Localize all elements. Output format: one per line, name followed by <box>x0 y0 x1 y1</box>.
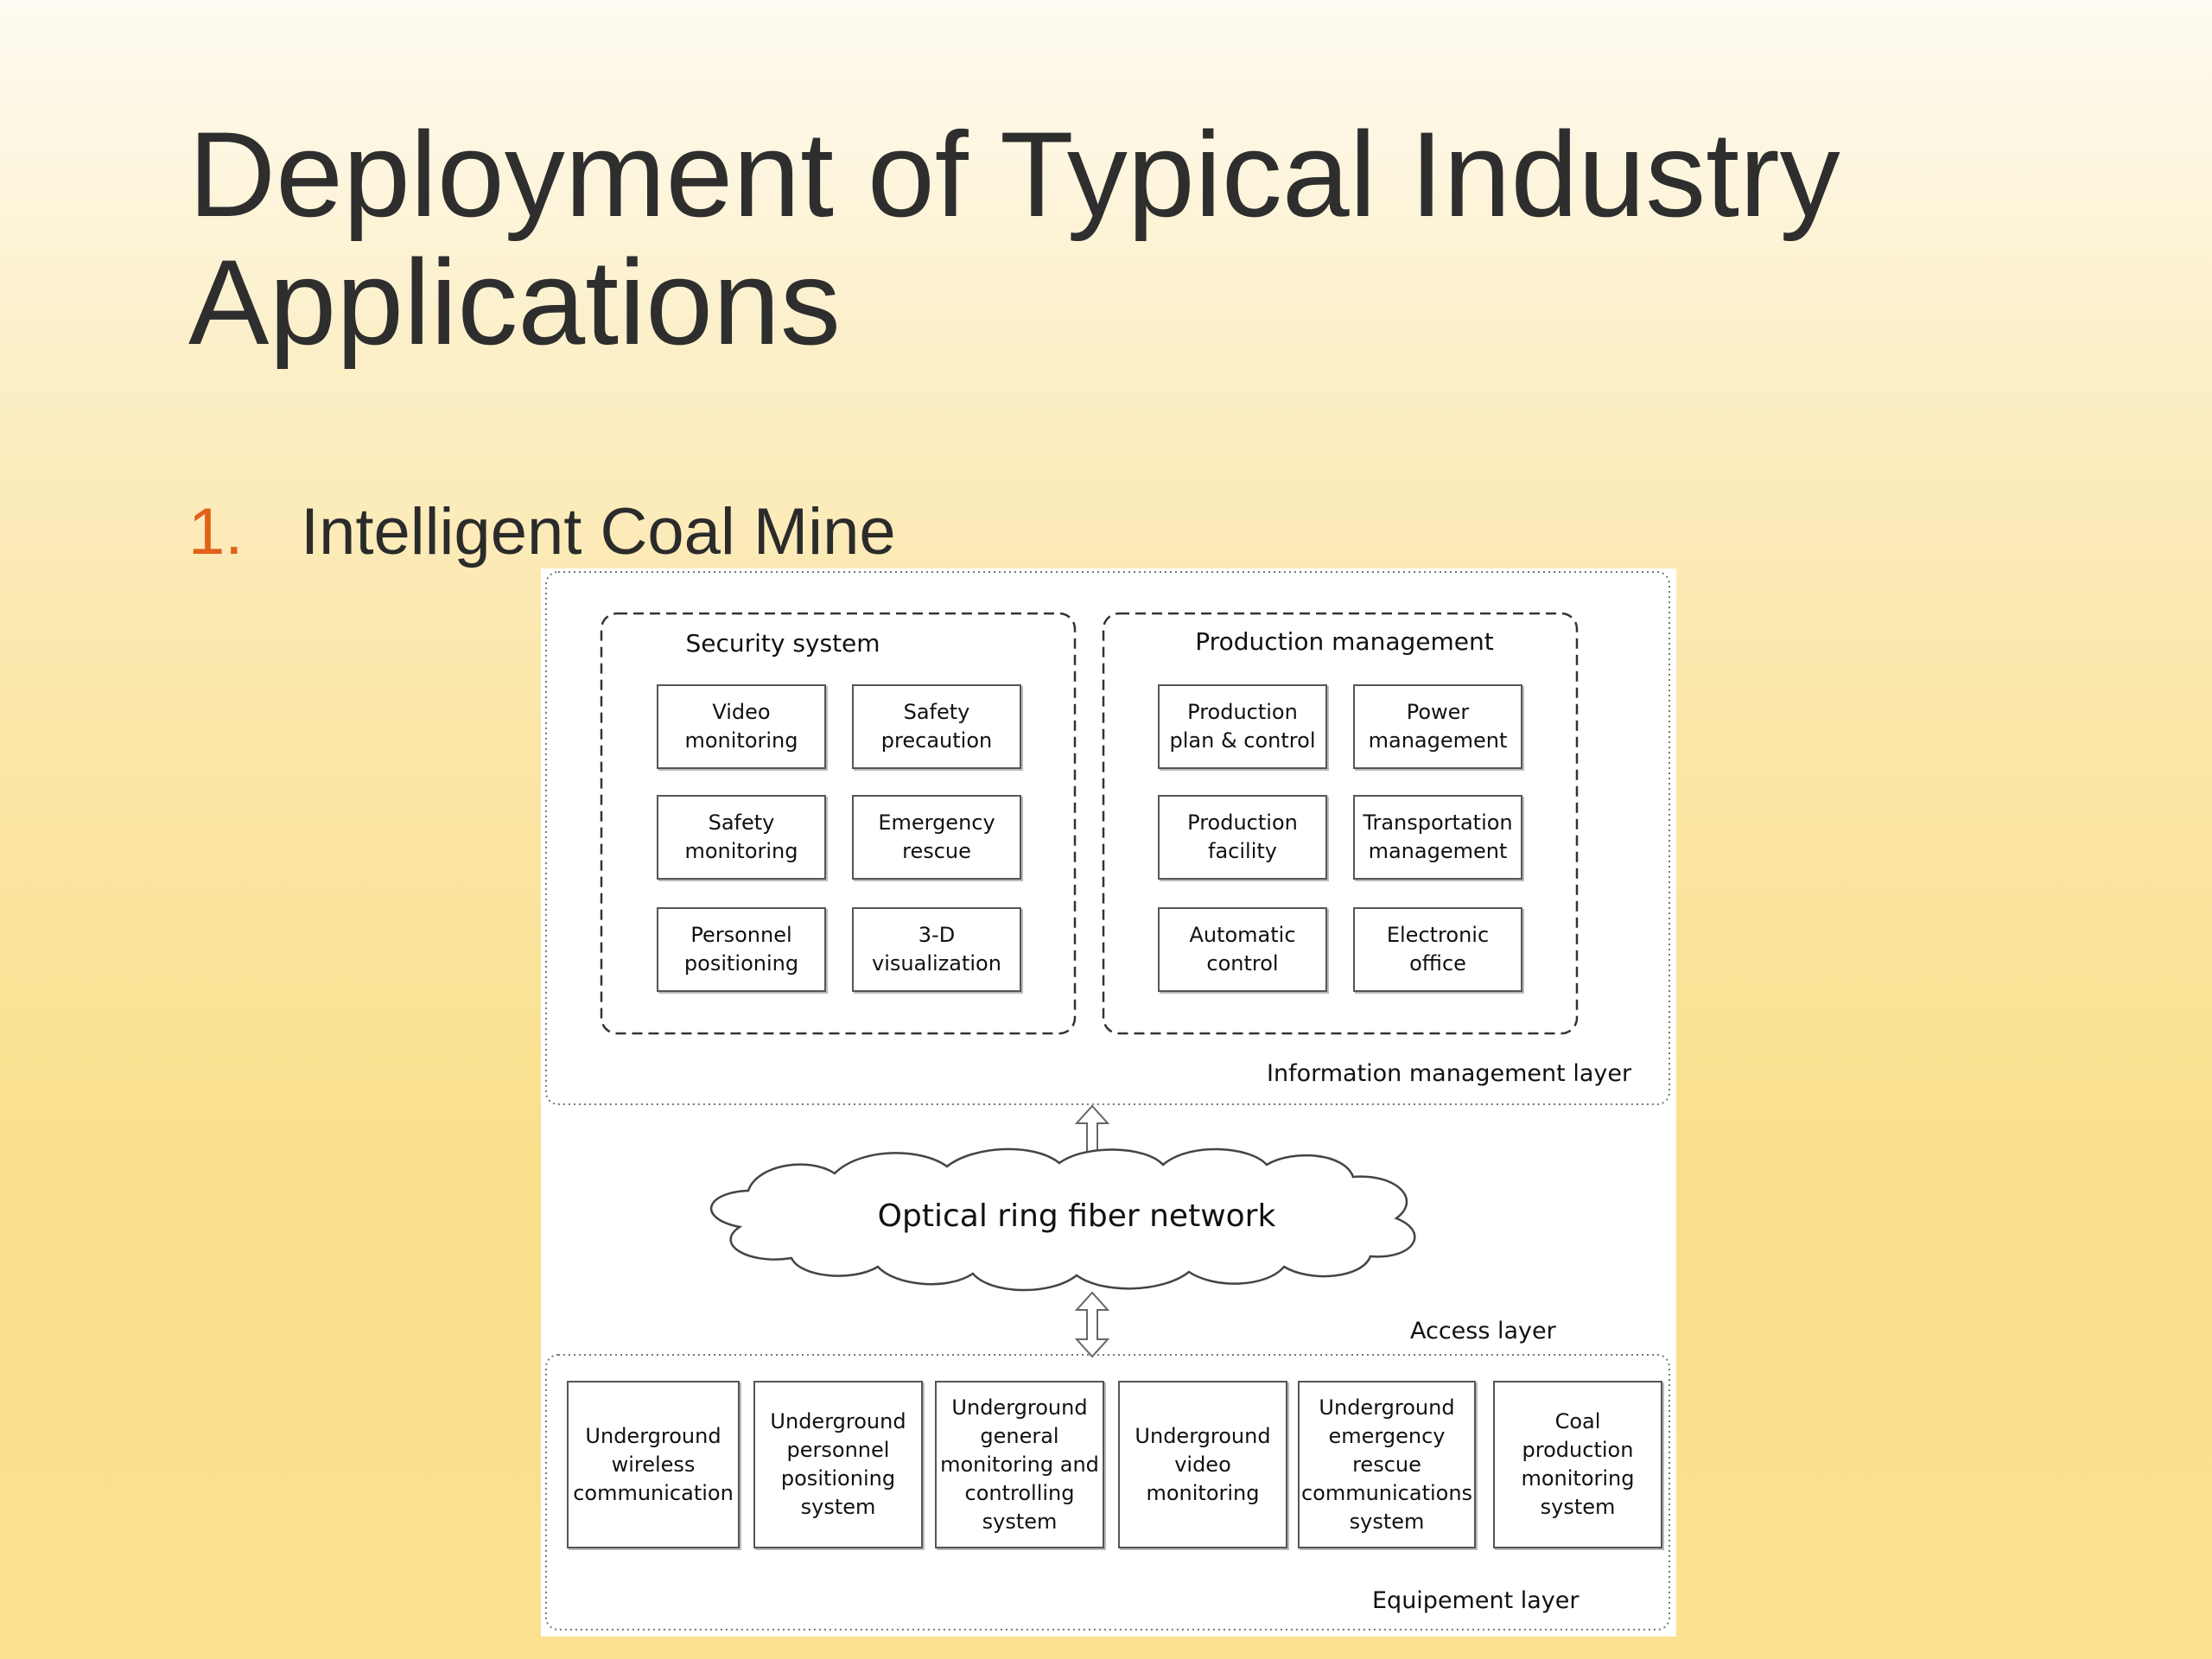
underground-general-monitoring-box: Underground general monitoring and contr… <box>935 1381 1104 1548</box>
safety-precaution-box: Safety precaution <box>852 684 1021 769</box>
underground-wireless-communication-box: Underground wireless communication <box>567 1381 740 1548</box>
security-system-title: Security system <box>685 629 880 658</box>
underground-emergency-rescue-communications-box: Underground emergency rescue communicati… <box>1298 1381 1476 1548</box>
box-label: Underground personnel positioning system <box>770 1409 906 1519</box>
box-label: Production facility <box>1187 810 1298 863</box>
production-management-title: Production management <box>1195 627 1494 656</box>
box-label: Underground wireless communication <box>573 1423 734 1505</box>
video-monitoring-box: Video monitoring <box>657 684 826 769</box>
safety-monitoring-box: Safety monitoring <box>657 795 826 880</box>
box-label: Safety monitoring <box>684 810 798 863</box>
box-label: Underground general monitoring and contr… <box>940 1395 1099 1534</box>
box-label: Underground video monitoring <box>1135 1423 1271 1505</box>
electronic-office-box: Electronic office <box>1353 907 1522 992</box>
access-layer-label: Access layer <box>1410 1318 1556 1344</box>
box-label: Electronic office <box>1386 923 1490 976</box>
box-label: Transportation management <box>1363 810 1513 863</box>
coal-production-monitoring-box: Coal production monitoring system <box>1493 1381 1662 1548</box>
emergency-rescue-box: Emergency rescue <box>852 795 1021 880</box>
box-label: 3-D visualization <box>872 923 1001 976</box>
box-label: Coal production monitoring system <box>1521 1409 1635 1519</box>
bullet-text: Intelligent Coal Mine <box>301 495 896 569</box>
bullet-item: 1. Intelligent Coal Mine <box>188 489 896 575</box>
3d-visualization-box: 3-D visualization <box>852 907 1021 992</box>
box-label: Personnel positioning <box>683 923 799 976</box>
double-arrow-bottom <box>1074 1291 1110 1358</box>
security-group-border <box>600 612 1077 1035</box>
underground-personnel-positioning-box: Underground personnel positioning system <box>753 1381 923 1548</box>
production-facility-box: Production facility <box>1158 795 1327 880</box>
information-layer-border <box>545 571 1670 1105</box>
box-label: Automatic control <box>1189 923 1296 976</box>
optical-ring-network-label: Optical ring fiber network <box>877 1198 1276 1234</box>
box-label: Emergency rescue <box>878 810 995 863</box>
underground-video-monitoring-box: Underground video monitoring <box>1118 1381 1287 1548</box>
power-management-box: Power management <box>1353 684 1522 769</box>
box-label: Production plan & control <box>1169 700 1316 753</box>
cloud-shape <box>710 1147 1416 1292</box>
production-group-border <box>1102 612 1579 1035</box>
equipment-layer-label: Equipement layer <box>1372 1587 1580 1614</box>
automatic-control-box: Automatic control <box>1158 907 1327 992</box>
coal-mine-architecture-diagram: Security system Video monitoring Safety … <box>541 569 1676 1637</box>
box-label: Underground emergency rescue communicati… <box>1300 1395 1473 1534</box>
bullet-number: 1. <box>188 495 244 569</box>
equipment-layer-border <box>545 1354 1670 1630</box>
box-label: Power management <box>1368 700 1508 753</box>
diagram-frame-graphics <box>545 571 1670 1630</box>
transportation-management-box: Transportation management <box>1353 795 1522 880</box>
personnel-positioning-box: Personnel positioning <box>657 907 826 992</box>
slide-title: Deployment of Typical Industry Applicati… <box>188 106 1840 370</box>
box-label: Safety precaution <box>880 700 993 753</box>
information-layer-label: Information management layer <box>1267 1060 1632 1087</box>
box-label: Video monitoring <box>684 700 798 753</box>
production-plan-control-box: Production plan & control <box>1158 684 1327 769</box>
